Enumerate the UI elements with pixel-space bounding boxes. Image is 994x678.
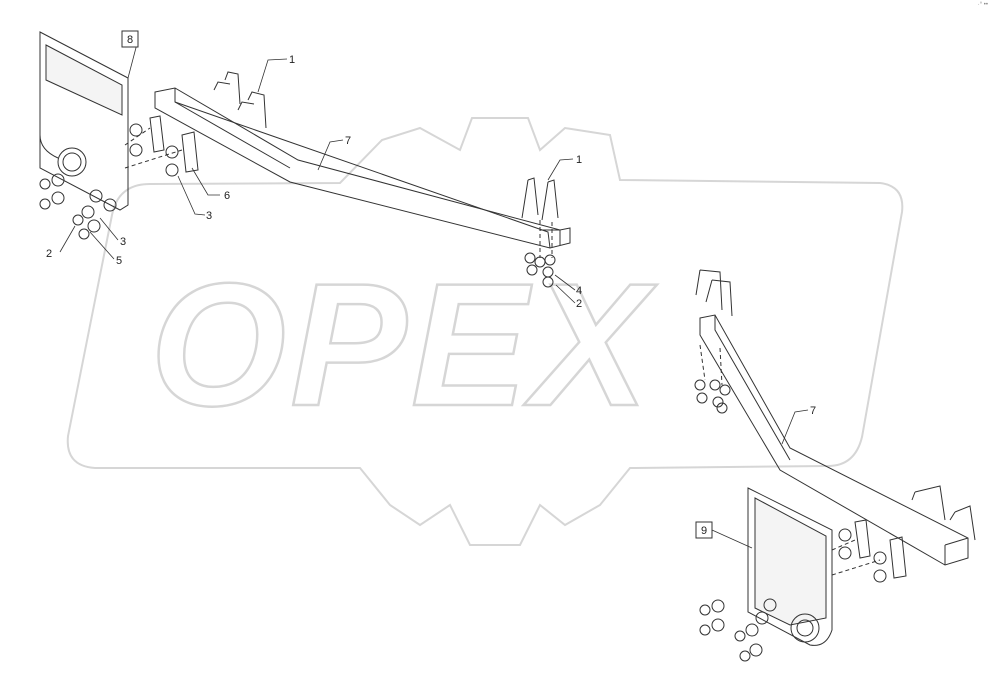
callout-6: 6 — [224, 190, 230, 202]
u-bolt-1c — [521, 177, 559, 221]
frame-beam-7b — [699, 314, 969, 566]
washers-nuts-left — [39, 123, 179, 240]
callout-8-box — [121, 30, 139, 48]
callout-7a: 7 — [345, 135, 351, 147]
callout-1b: 1 — [576, 154, 582, 166]
u-bolt-top — [695, 269, 733, 317]
callout-labels: 1 1 7 7 6 3 3 5 2 4 2 8 9 — [46, 30, 816, 539]
callout-7b: 7 — [810, 405, 816, 417]
callout-9: 9 — [701, 525, 707, 537]
callout-3a: 3 — [206, 210, 212, 222]
u-bolt-right-a — [911, 485, 946, 521]
reflector-plate-8 — [39, 31, 129, 211]
callout-leaders — [59, 39, 809, 549]
watermark-text: OPEX — [150, 248, 658, 443]
callout-2a: 2 — [46, 248, 52, 260]
frame-beam-7a — [154, 87, 571, 249]
clamp-plate-6a — [149, 115, 165, 153]
washers-nuts-mid — [694, 379, 731, 414]
u-bolt-1b — [237, 91, 267, 129]
callout-8: 8 — [127, 34, 133, 46]
reflector-plate-9 — [747, 487, 833, 646]
u-bolt-1a — [213, 71, 241, 105]
watermark-gear — [66, 117, 904, 546]
callout-1a: 1 — [289, 54, 295, 66]
corner-mark: ·° •• — [977, 2, 988, 8]
u-bolt-right-b — [949, 505, 976, 541]
upper-bracket-assembly — [39, 31, 571, 288]
callout-5: 5 — [116, 255, 122, 267]
clamp-plate-right-b — [889, 536, 907, 579]
callout-4: 4 — [576, 285, 582, 297]
opex-watermark — [66, 117, 904, 546]
washers-nuts-right — [699, 528, 887, 662]
callout-2b: 2 — [576, 298, 582, 310]
callout-3b: 3 — [120, 236, 126, 248]
clamp-plate-right-a — [854, 519, 871, 559]
lower-bracket-assembly — [694, 269, 976, 662]
callout-9-box — [695, 521, 713, 539]
clamp-plate-6b — [181, 131, 199, 173]
